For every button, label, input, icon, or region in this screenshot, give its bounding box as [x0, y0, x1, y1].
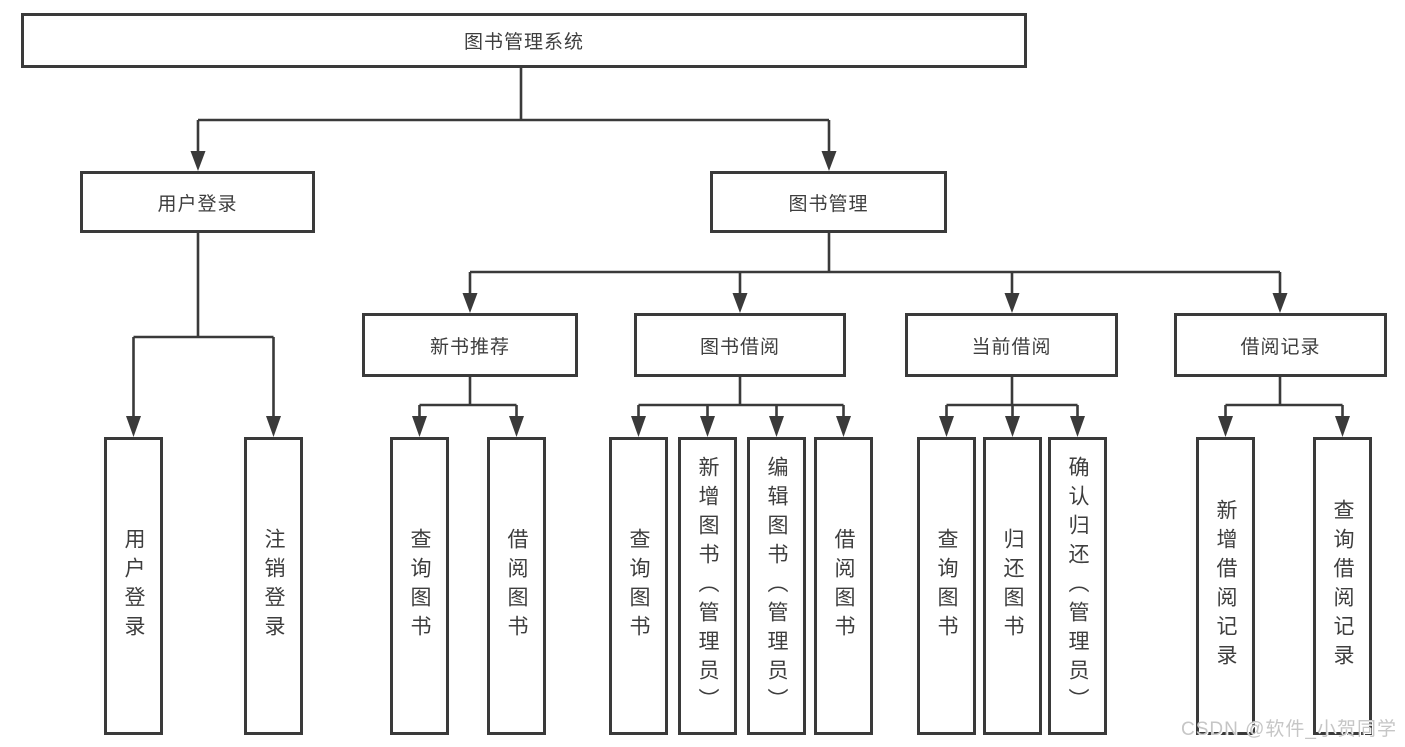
node-label: 借阅图书	[505, 528, 528, 644]
node-label: 用户登录	[122, 528, 145, 644]
leaf-borrow-books-recommend: 借阅图书	[487, 437, 546, 735]
leaf-edit-books-admin: 编辑图书（管理员）	[747, 437, 806, 735]
node-label: 查询图书	[935, 528, 958, 644]
arrowheads-level2	[190, 151, 837, 171]
arrowheads-leaf-nodes	[412, 416, 1350, 437]
node-book-management: 图书管理	[710, 171, 947, 233]
arrowheads-level3	[462, 293, 1288, 313]
connector-borrow-records-children	[1224, 377, 1344, 420]
node-label: 查询借阅记录	[1331, 499, 1354, 673]
node-current-borrow: 当前借阅	[905, 313, 1118, 377]
leaf-return-books: 归还图书	[983, 437, 1042, 735]
leaf-query-books-recommend: 查询图书	[390, 437, 449, 735]
node-label: 新增图书（管理员）	[696, 455, 719, 717]
connector-root-to-level2	[196, 68, 831, 155]
connector-book-management-children	[468, 233, 1282, 297]
connector-user-login-children	[132, 233, 275, 420]
csdn-watermark: CSDN @软件_小贺同学	[1181, 719, 1397, 740]
node-user-login: 用户登录	[80, 171, 315, 233]
connector-new-book-children	[418, 377, 518, 420]
node-new-book-recommend: 新书推荐	[362, 313, 578, 377]
leaf-query-borrow-record: 查询借阅记录	[1313, 437, 1372, 735]
node-book-borrow: 图书借阅	[634, 313, 846, 377]
node-borrow-records: 借阅记录	[1174, 313, 1387, 377]
connector-current-borrow-children	[945, 377, 1079, 420]
node-label: 图书借阅	[699, 336, 780, 358]
connector-book-borrow-children	[637, 377, 845, 420]
leaf-confirm-return-admin: 确认归还（管理员）	[1048, 437, 1107, 735]
leaf-add-borrow-record: 新增借阅记录	[1196, 437, 1255, 735]
node-root-system: 图书管理系统	[21, 13, 1027, 68]
node-label: 查询图书	[408, 528, 431, 644]
node-label: 确认归还（管理员）	[1066, 455, 1089, 717]
arrowheads-user-login-children	[126, 416, 281, 437]
leaf-query-books-borrow: 查询图书	[609, 437, 668, 735]
node-label: 当前借阅	[971, 336, 1052, 358]
node-label: 编辑图书（管理员）	[765, 455, 788, 717]
leaf-add-books-admin: 新增图书（管理员）	[678, 437, 737, 735]
node-label: 图书管理系统	[463, 32, 584, 53]
node-label: 用户登录	[157, 193, 238, 215]
leaf-query-books-current: 查询图书	[917, 437, 976, 735]
node-label: 注销登录	[262, 528, 285, 644]
node-label: 借阅记录	[1240, 336, 1321, 358]
node-label: 查询图书	[627, 528, 650, 644]
node-label: 新书推荐	[429, 336, 510, 358]
leaf-user-login: 用户登录	[104, 437, 163, 735]
node-label: 新增借阅记录	[1214, 499, 1237, 673]
node-label: 借阅图书	[832, 528, 855, 644]
node-label: 图书管理	[788, 193, 869, 215]
leaf-borrow-books: 借阅图书	[814, 437, 873, 735]
node-label: 归还图书	[1001, 528, 1024, 644]
leaf-logout: 注销登录	[244, 437, 303, 735]
